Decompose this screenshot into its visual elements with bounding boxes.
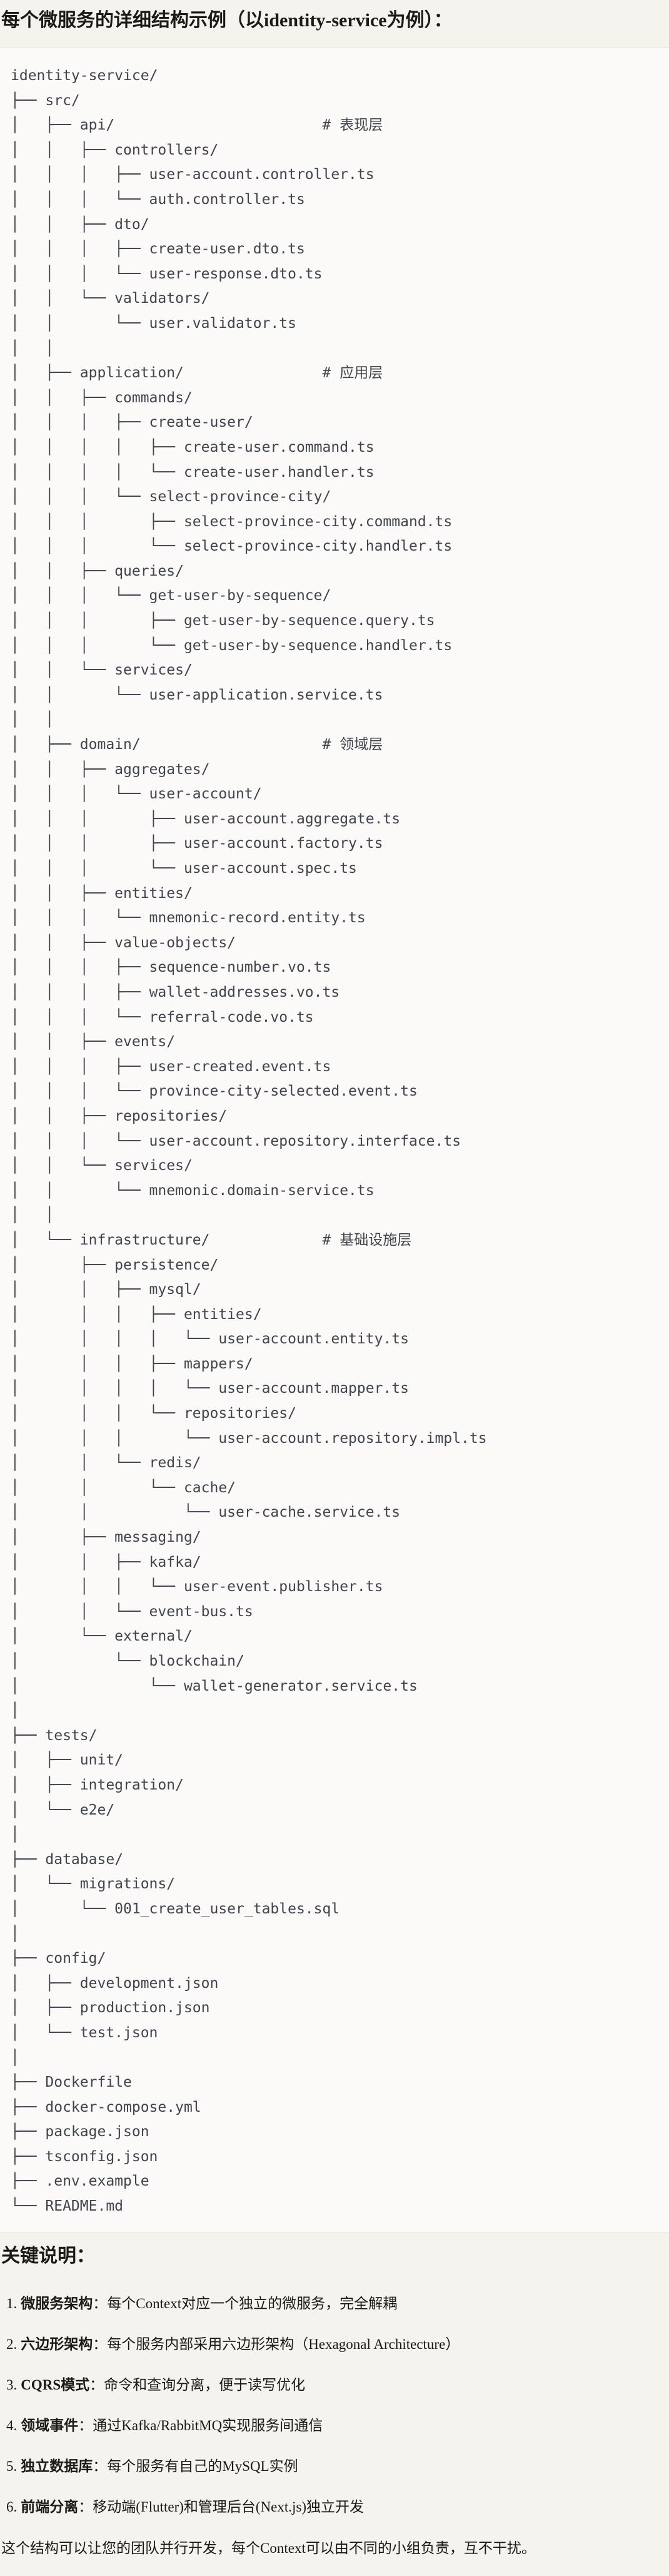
note-item: 3.CQRS模式：命令和查询分离，便于读写优化 <box>1 2375 669 2395</box>
note-text: ：通过Kafka/RabbitMQ实现服务间通信 <box>78 2417 323 2433</box>
note-number: 2. <box>6 2336 18 2352</box>
note-item: 6.前端分离：移动端(Flutter)和管理后台(Next.js)独立开发 <box>1 2497 669 2517</box>
notes-section: 关键说明： 1.微服务架构：每个Context对应一个独立的微服务，完全解耦 2… <box>0 2244 669 2559</box>
note-term: 前端分离 <box>21 2498 79 2515</box>
notes-list: 1.微服务架构：每个Context对应一个独立的微服务，完全解耦 2.六边形架构… <box>1 2294 669 2517</box>
note-number: 4. <box>6 2417 18 2433</box>
note-number: 1. <box>6 2295 18 2311</box>
note-item: 2.六边形架构：每个服务内部采用六边形架构（Hexagonal Architec… <box>1 2334 669 2355</box>
note-item: 5.独立数据库：每个服务有自己的MySQL实例 <box>1 2456 669 2477</box>
note-term: 领域事件 <box>21 2417 79 2433</box>
closing-paragraph: 这个结构可以让您的团队并行开发，每个Context可以由不同的小组负责，互不干扰… <box>1 2540 536 2556</box>
tree-code-block: identity-service/ ├── src/ │ ├── api/ # … <box>0 47 669 2233</box>
note-term: 独立数据库 <box>21 2458 93 2474</box>
note-number: 3. <box>6 2376 18 2393</box>
note-text: ：每个服务内部采用六边形架构（Hexagonal Architecture） <box>93 2336 460 2352</box>
note-text: ：移动端(Flutter)和管理后台(Next.js)独立开发 <box>78 2498 365 2515</box>
note-text: ：每个服务有自己的MySQL实例 <box>93 2458 298 2474</box>
note-term: 六边形架构 <box>21 2336 93 2352</box>
note-number: 6. <box>6 2498 18 2515</box>
note-text: ：每个Context对应一个独立的微服务，完全解耦 <box>93 2295 398 2311</box>
notes-heading: 关键说明： <box>1 2245 95 2266</box>
note-item: 4.领域事件：通过Kafka/RabbitMQ实现服务间通信 <box>1 2416 669 2436</box>
page-title: 每个微服务的详细结构示例（以identity-service为例）： <box>1 10 453 31</box>
note-term: 微服务架构 <box>21 2295 93 2311</box>
directory-tree: identity-service/ ├── src/ │ ├── api/ # … <box>11 68 487 2215</box>
note-item: 1.微服务架构：每个Context对应一个独立的微服务，完全解耦 <box>1 2294 669 2314</box>
note-term: CQRS模式 <box>21 2376 90 2393</box>
note-number: 5. <box>6 2458 18 2474</box>
note-text: ：命令和查询分离，便于读写优化 <box>89 2376 306 2393</box>
